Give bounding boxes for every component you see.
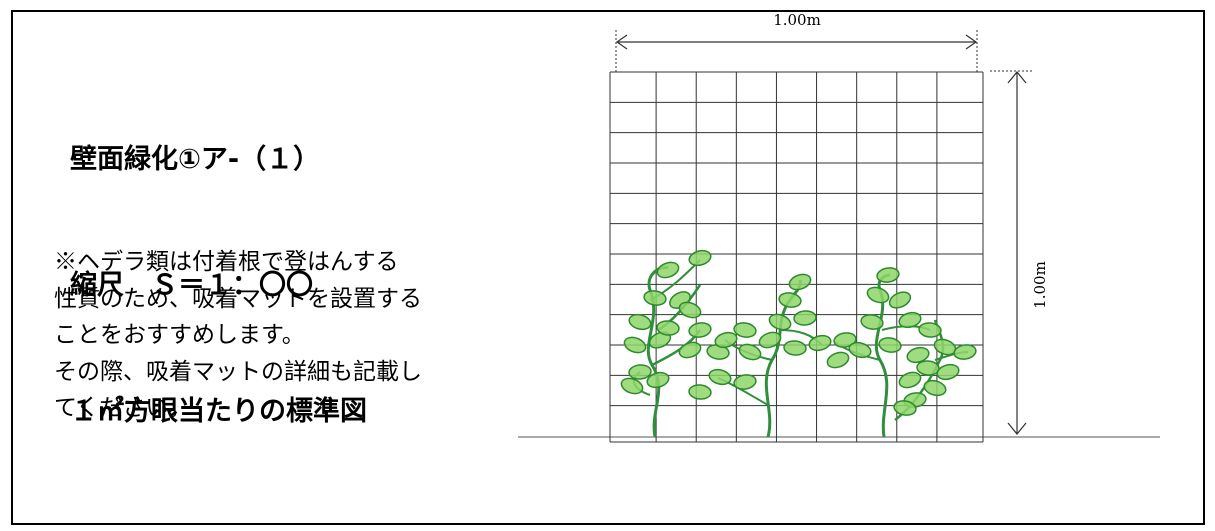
ivy-plants <box>620 249 977 438</box>
ivy-leaf <box>866 286 890 304</box>
ivy-leaf <box>688 249 712 267</box>
ivy-leaf <box>678 341 702 359</box>
ivy-leaf <box>898 311 922 329</box>
ivy-leaf <box>656 320 680 336</box>
ivy-leaf <box>783 340 807 356</box>
ivy-leaf <box>733 374 757 390</box>
ivy-leaf <box>758 331 782 349</box>
ivy-leaf <box>738 343 762 361</box>
ivy-leaf <box>893 400 917 416</box>
scale-line: 縮尺 Ｓ＝１：〇〇 <box>70 270 313 301</box>
ivy-leaf <box>620 377 644 395</box>
ivy-leaf <box>878 337 902 353</box>
note-line: ことをおすすめします。 <box>54 322 305 348</box>
ivy-leaf <box>833 332 857 348</box>
ivy-leaf <box>876 267 900 283</box>
ivy-leaf <box>808 334 832 352</box>
ivy-leaf <box>733 322 757 338</box>
ivy-leaf <box>688 322 712 338</box>
ivy-leaf <box>916 360 940 376</box>
ivy-leaf <box>923 379 947 397</box>
height-dimension: 1.00m <box>990 70 1049 435</box>
ivy-leaf <box>623 336 647 354</box>
ivy-leaf <box>860 314 884 330</box>
ivy-leaf <box>688 384 712 400</box>
ivy-leaf <box>656 261 680 279</box>
note-line: その際、吸着マットの詳細も記載し <box>54 358 422 385</box>
ivy-leaf <box>628 364 652 380</box>
ivy-leaf <box>936 363 960 381</box>
ivy-leaf <box>708 368 732 386</box>
ivy-leaf <box>898 371 922 389</box>
ivy-plant <box>717 279 823 438</box>
title-line: 壁面緑化①ア-（１） <box>70 144 321 175</box>
ivy-leaf <box>628 313 652 331</box>
ivy-leaf <box>678 301 702 319</box>
ivy-leaf <box>643 290 667 306</box>
ivy-leaf <box>953 344 977 360</box>
width-label: 1.00m <box>773 11 821 29</box>
ivy-leaf <box>826 351 850 369</box>
ivy-leaf <box>793 310 817 326</box>
ivy-leaf <box>768 313 792 331</box>
height-label: 1.00m <box>1031 261 1049 309</box>
drawing-frame <box>11 10 1205 525</box>
ivy-leaf <box>788 273 812 291</box>
width-dimension: 1.00m <box>615 11 978 72</box>
note-line: ※ヘデラ類は付着根で登はんする <box>54 249 399 275</box>
ivy-leaf <box>888 291 912 309</box>
ivy-leaf <box>646 371 670 389</box>
subtitle-line: １㎡方眼当たりの標準図 <box>70 396 367 427</box>
note-line: 性質のため、吸着マットを設置する <box>54 285 422 312</box>
ivy-leaf <box>848 341 872 359</box>
note-block: ※ヘデラ類は付着根で登はんする 性質のため、吸着マットを設置する ことをおすすめ… <box>54 244 504 427</box>
title-block: 壁面緑化①ア-（１） 縮尺 Ｓ＝１：〇〇 １㎡方眼当たりの標準図 <box>70 55 367 475</box>
ivy-leaf <box>714 331 738 349</box>
ivy-leaf <box>778 292 802 308</box>
ivy-leaf <box>918 322 942 338</box>
note-line: てください。 <box>54 395 192 421</box>
ivy-leaf <box>906 346 930 364</box>
